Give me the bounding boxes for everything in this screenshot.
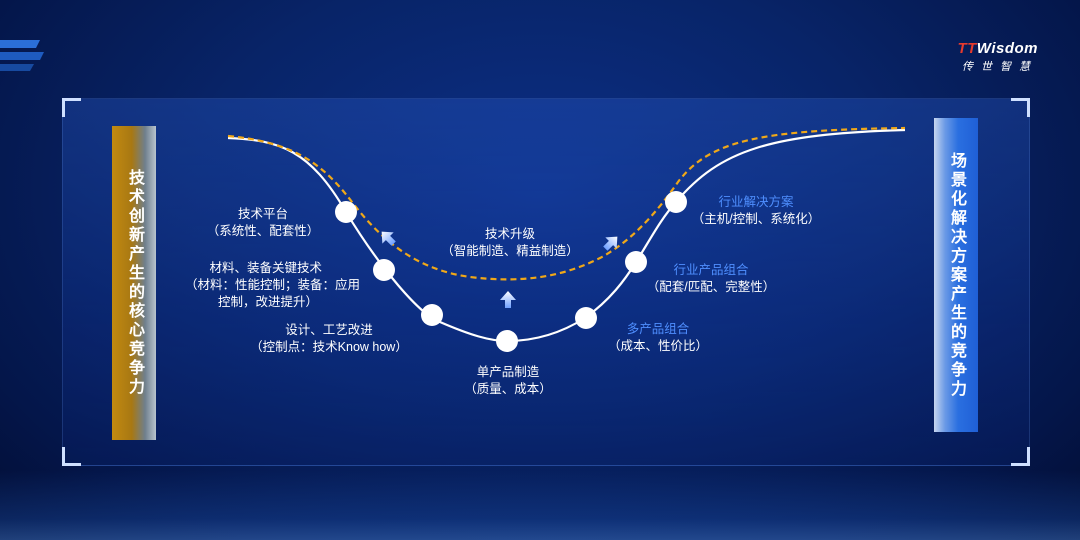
node-design [421, 304, 443, 326]
stage-industry-solution-label: 行业解决方案 （主机/控制、系统化） [691, 195, 821, 226]
node-materials [373, 259, 395, 281]
bottom-glow-decoration [0, 470, 1080, 540]
node-industry-solution [665, 191, 687, 213]
upgrade-arrow-icon [603, 236, 618, 251]
logo-subtitle: 传世智慧 [962, 61, 1038, 73]
stage-single-product-label: 单产品制造 （质量、成本） [464, 365, 552, 396]
node-tech-platform [335, 201, 357, 223]
upgrade-arrow-icon [381, 231, 396, 246]
corner-bracket [62, 98, 81, 117]
stage-tech-platform-label: 技术平台 （系统性、配套性） [206, 207, 320, 238]
logo-brand: TTWisdom [957, 40, 1038, 57]
upgraded-curve [227, 126, 906, 281]
stage-materials-label: 材料、装备关键技术 （材料：性能控制；装备：应用 控制，改进提升） [184, 261, 360, 309]
corner-bracket [1011, 447, 1030, 466]
right-vertical-banner: 场景化解决方案产生的竞争力 [934, 118, 978, 432]
node-industry-product [625, 251, 647, 273]
decorative-stripes-icon [0, 40, 44, 71]
node-single-product [496, 330, 518, 352]
stage-industry-product-label: 行业产品组合 （配套/匹配、完整性） [646, 263, 776, 294]
stage-multi-product-label: 多产品组合 （成本、性价比） [607, 322, 708, 353]
left-vertical-banner: 技术创新产生的核心竞争力 [112, 126, 156, 440]
corner-bracket [1011, 98, 1030, 117]
upgrade-label: 技术升级 （智能制造、精益制造） [441, 227, 579, 258]
diagram-panel [62, 98, 1030, 466]
corner-bracket [62, 447, 81, 466]
upgrade-arrow-icon [500, 291, 516, 308]
stage-design-label: 设计、工艺改进 （控制点：技术Know how） [250, 323, 408, 354]
company-logo: TTWisdom 传世智慧 [957, 40, 1038, 74]
node-multi-product [575, 307, 597, 329]
